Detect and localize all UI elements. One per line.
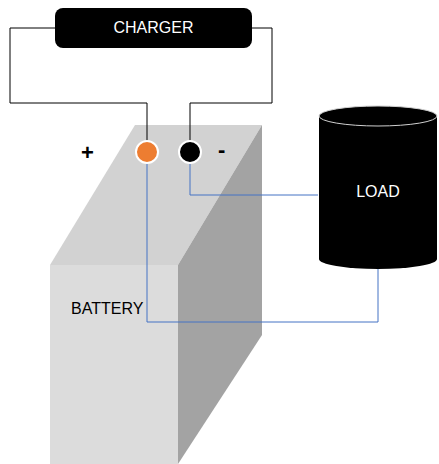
battery-front	[50, 265, 178, 464]
negative-terminal	[179, 141, 201, 163]
load-wire	[147, 152, 378, 322]
load-cylinder: LOAD	[318, 105, 438, 270]
polarity-sign: +	[81, 142, 94, 164]
battery-block: BATTERY	[50, 125, 262, 464]
cylinder-body	[319, 116, 437, 269]
node-label: CHARGER	[113, 19, 193, 37]
battery-illustration	[50, 125, 262, 464]
cylinder-top	[319, 106, 437, 126]
charger-box: CHARGER	[55, 8, 252, 48]
charger-wire	[190, 28, 272, 152]
node-label: LOAD	[356, 183, 400, 201]
charger-wire	[10, 28, 147, 152]
battery-side	[178, 125, 262, 464]
load-wire	[190, 152, 318, 195]
polarity-sign: -	[218, 139, 225, 161]
node-label: BATTERY	[70, 300, 144, 318]
positive-terminal	[136, 141, 158, 163]
